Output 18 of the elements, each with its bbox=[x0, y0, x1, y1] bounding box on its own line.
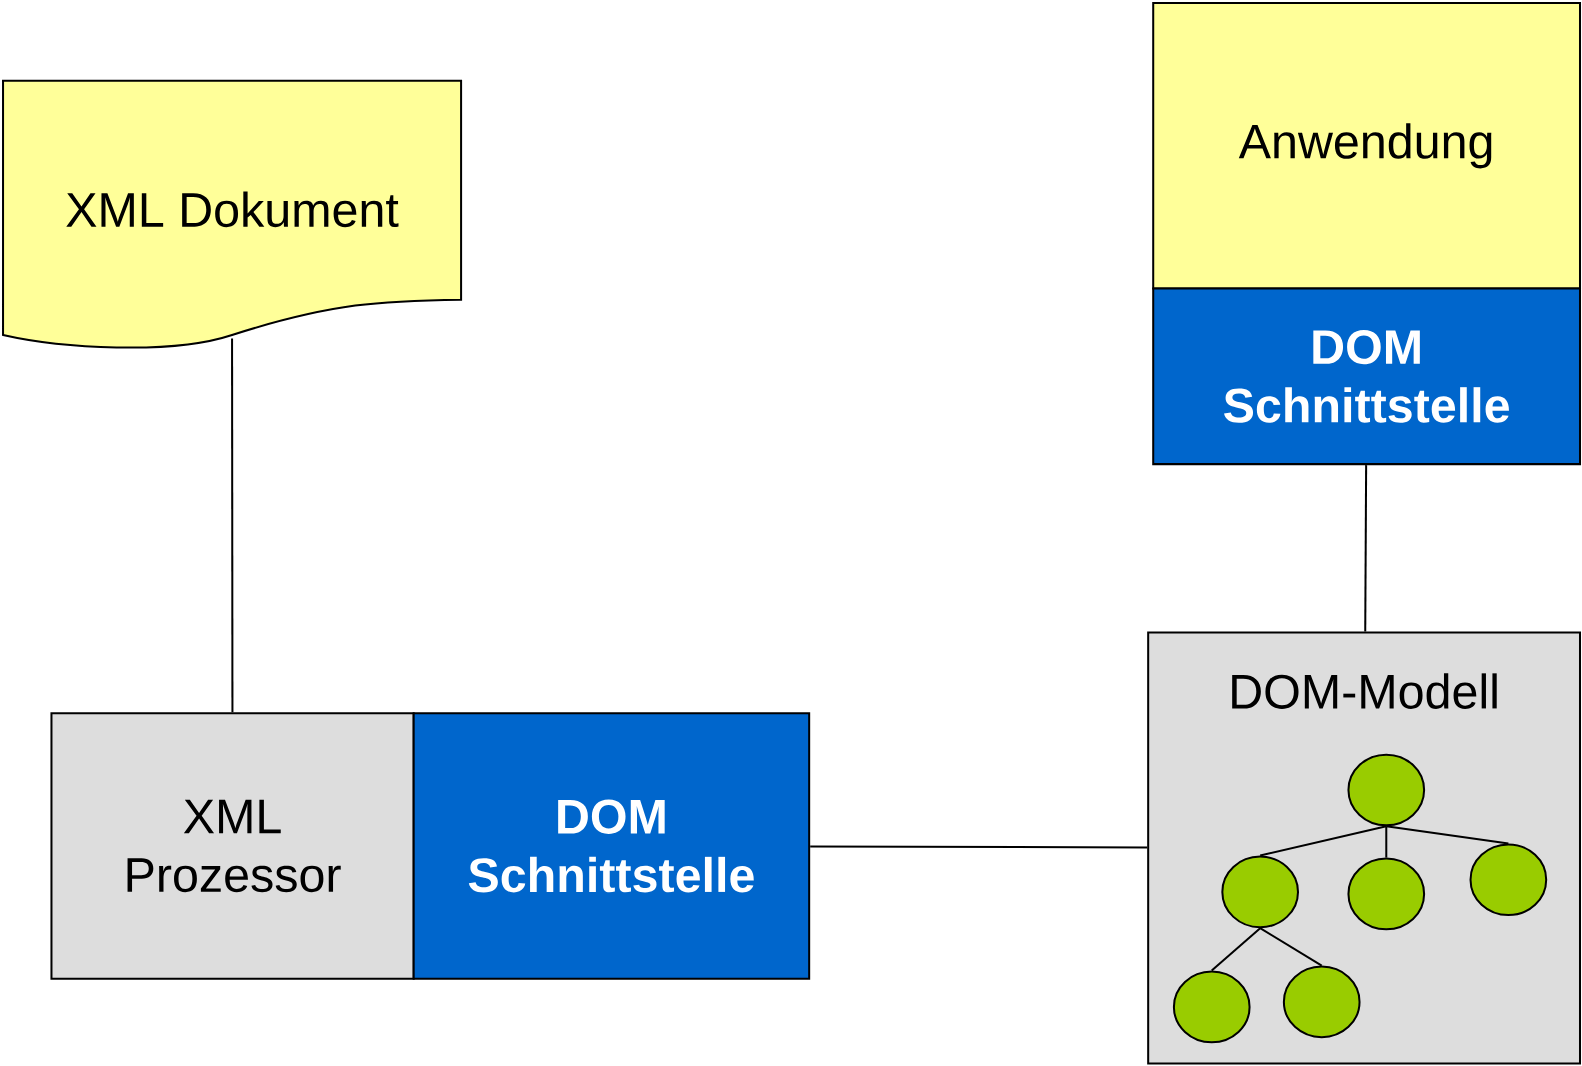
tree-node-circle bbox=[1172, 970, 1251, 1044]
connector-line bbox=[1364, 464, 1368, 632]
connector-line bbox=[1259, 825, 1387, 857]
connector-line bbox=[231, 338, 234, 713]
connector-line bbox=[810, 845, 1148, 849]
connector-line bbox=[1386, 825, 1509, 845]
connector-line bbox=[1259, 927, 1323, 967]
interface-box: DOM Schnittstelle bbox=[412, 712, 811, 980]
process-box: XML Prozessor bbox=[50, 712, 415, 980]
tree-node-circle bbox=[1282, 965, 1361, 1038]
tree-node-circle bbox=[1347, 753, 1426, 827]
tree-node-circle bbox=[1469, 843, 1548, 916]
tree-node-circle bbox=[1347, 857, 1426, 931]
tree-node-circle bbox=[1221, 855, 1299, 928]
connector-line bbox=[1211, 927, 1261, 972]
interface-box: DOM Schnittstelle bbox=[1152, 287, 1581, 465]
connector-line bbox=[1385, 826, 1388, 858]
application-box: Anwendung bbox=[1152, 1, 1581, 290]
